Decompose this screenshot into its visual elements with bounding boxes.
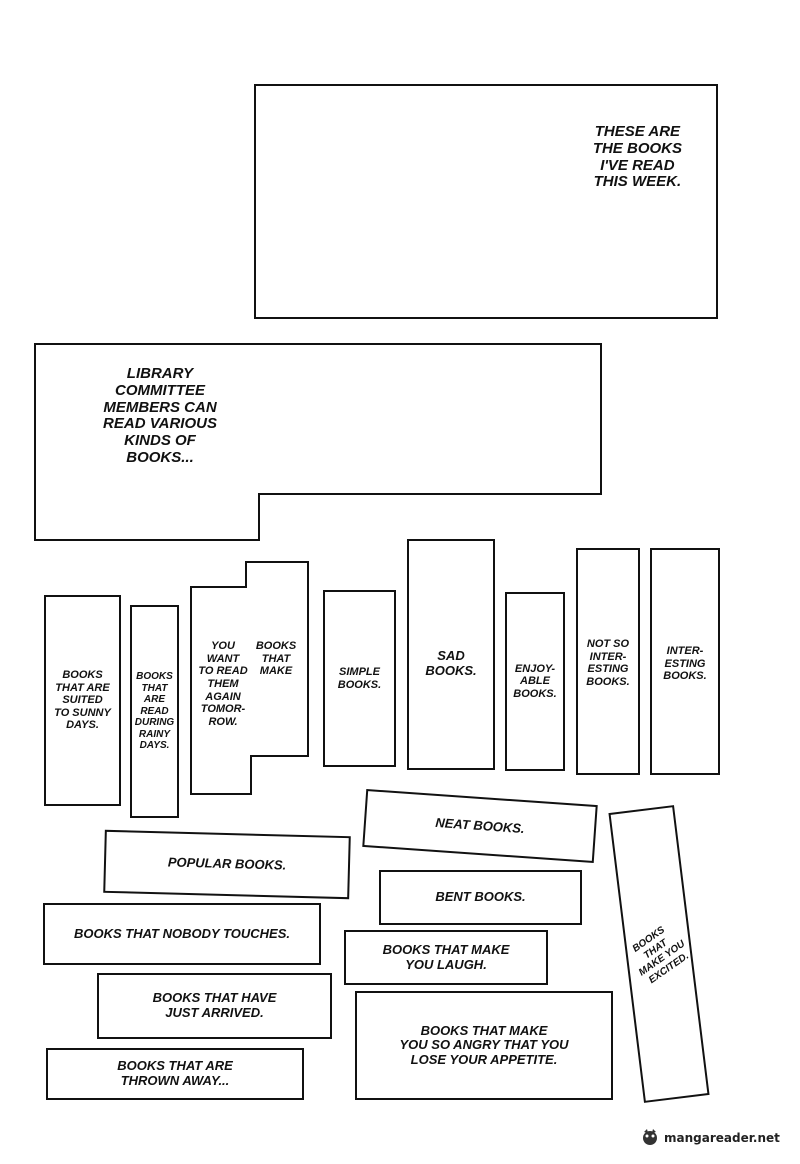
book-bent: Bent books. (379, 870, 582, 925)
book-nobody-touches: Books that nobody touches. (43, 903, 321, 965)
book-laugh-label: Books that make you laugh. (382, 941, 510, 972)
book-not-so-interesting-label: Not so inter- esting books. (586, 638, 630, 688)
book-popular-label: Popular books. (167, 854, 287, 873)
book-interesting-label: Inter- esting books. (663, 645, 707, 683)
book-laugh: Books that make you laugh. (344, 930, 548, 985)
book-nobody-touches-label: Books that nobody touches. (74, 925, 290, 941)
book-interesting: Inter- esting books. (650, 548, 720, 775)
book-bent-label: Bent books. (435, 889, 526, 905)
book-just-arrived-label: Books that have just arrived. (152, 990, 277, 1020)
watermark: mangareader.net (640, 1128, 780, 1148)
caption-box-this-week: These are the books I've read this week. (254, 84, 718, 319)
watermark-text: mangareader.net (664, 1131, 780, 1145)
book-thrown-away: Books that are thrown away... (46, 1048, 304, 1100)
book-excited-label: Books that make you excited. (630, 924, 691, 986)
book-sad: Sad books. (407, 539, 495, 770)
book-popular: Popular books. (103, 829, 351, 900)
caption-library: Library committee members can read vario… (103, 365, 217, 466)
book-rainy-days: Books that are read during rainy days. (130, 605, 179, 818)
mascot-icon (643, 1129, 657, 1145)
book-simple: Simple books. (323, 590, 396, 767)
book-tomorrow-right-label: Books that make (255, 640, 297, 678)
book-tomorrow-outline (190, 561, 309, 795)
book-simple-label: Simple books. (337, 665, 382, 691)
caption-this-week: These are the books I've read this week. (592, 123, 682, 191)
book-tomorrow-left-label: You want to read them again tomor- row. (198, 640, 248, 728)
book-neat-label: Neat books. (434, 814, 526, 836)
book-sunny-days: Books that are suited to sunny days. (44, 595, 121, 806)
book-lose-appetite: Books that make you so angry that you lo… (355, 991, 613, 1100)
book-just-arrived: Books that have just arrived. (97, 973, 332, 1039)
book-rainy-days-label: Books that are read during rainy days. (134, 671, 175, 752)
book-enjoyable-label: Enjoy- able books. (513, 662, 557, 700)
book-lose-appetite-label: Books that make you so angry that you lo… (399, 1022, 569, 1067)
book-enjoyable: Enjoy- able books. (505, 592, 565, 771)
book-sunny-days-label: Books that are suited to sunny days. (54, 668, 111, 732)
book-sad-label: Sad books. (425, 648, 477, 678)
book-not-so-interesting: Not so inter- esting books. (576, 548, 640, 775)
book-thrown-away-label: Books that are thrown away... (117, 1058, 233, 1088)
